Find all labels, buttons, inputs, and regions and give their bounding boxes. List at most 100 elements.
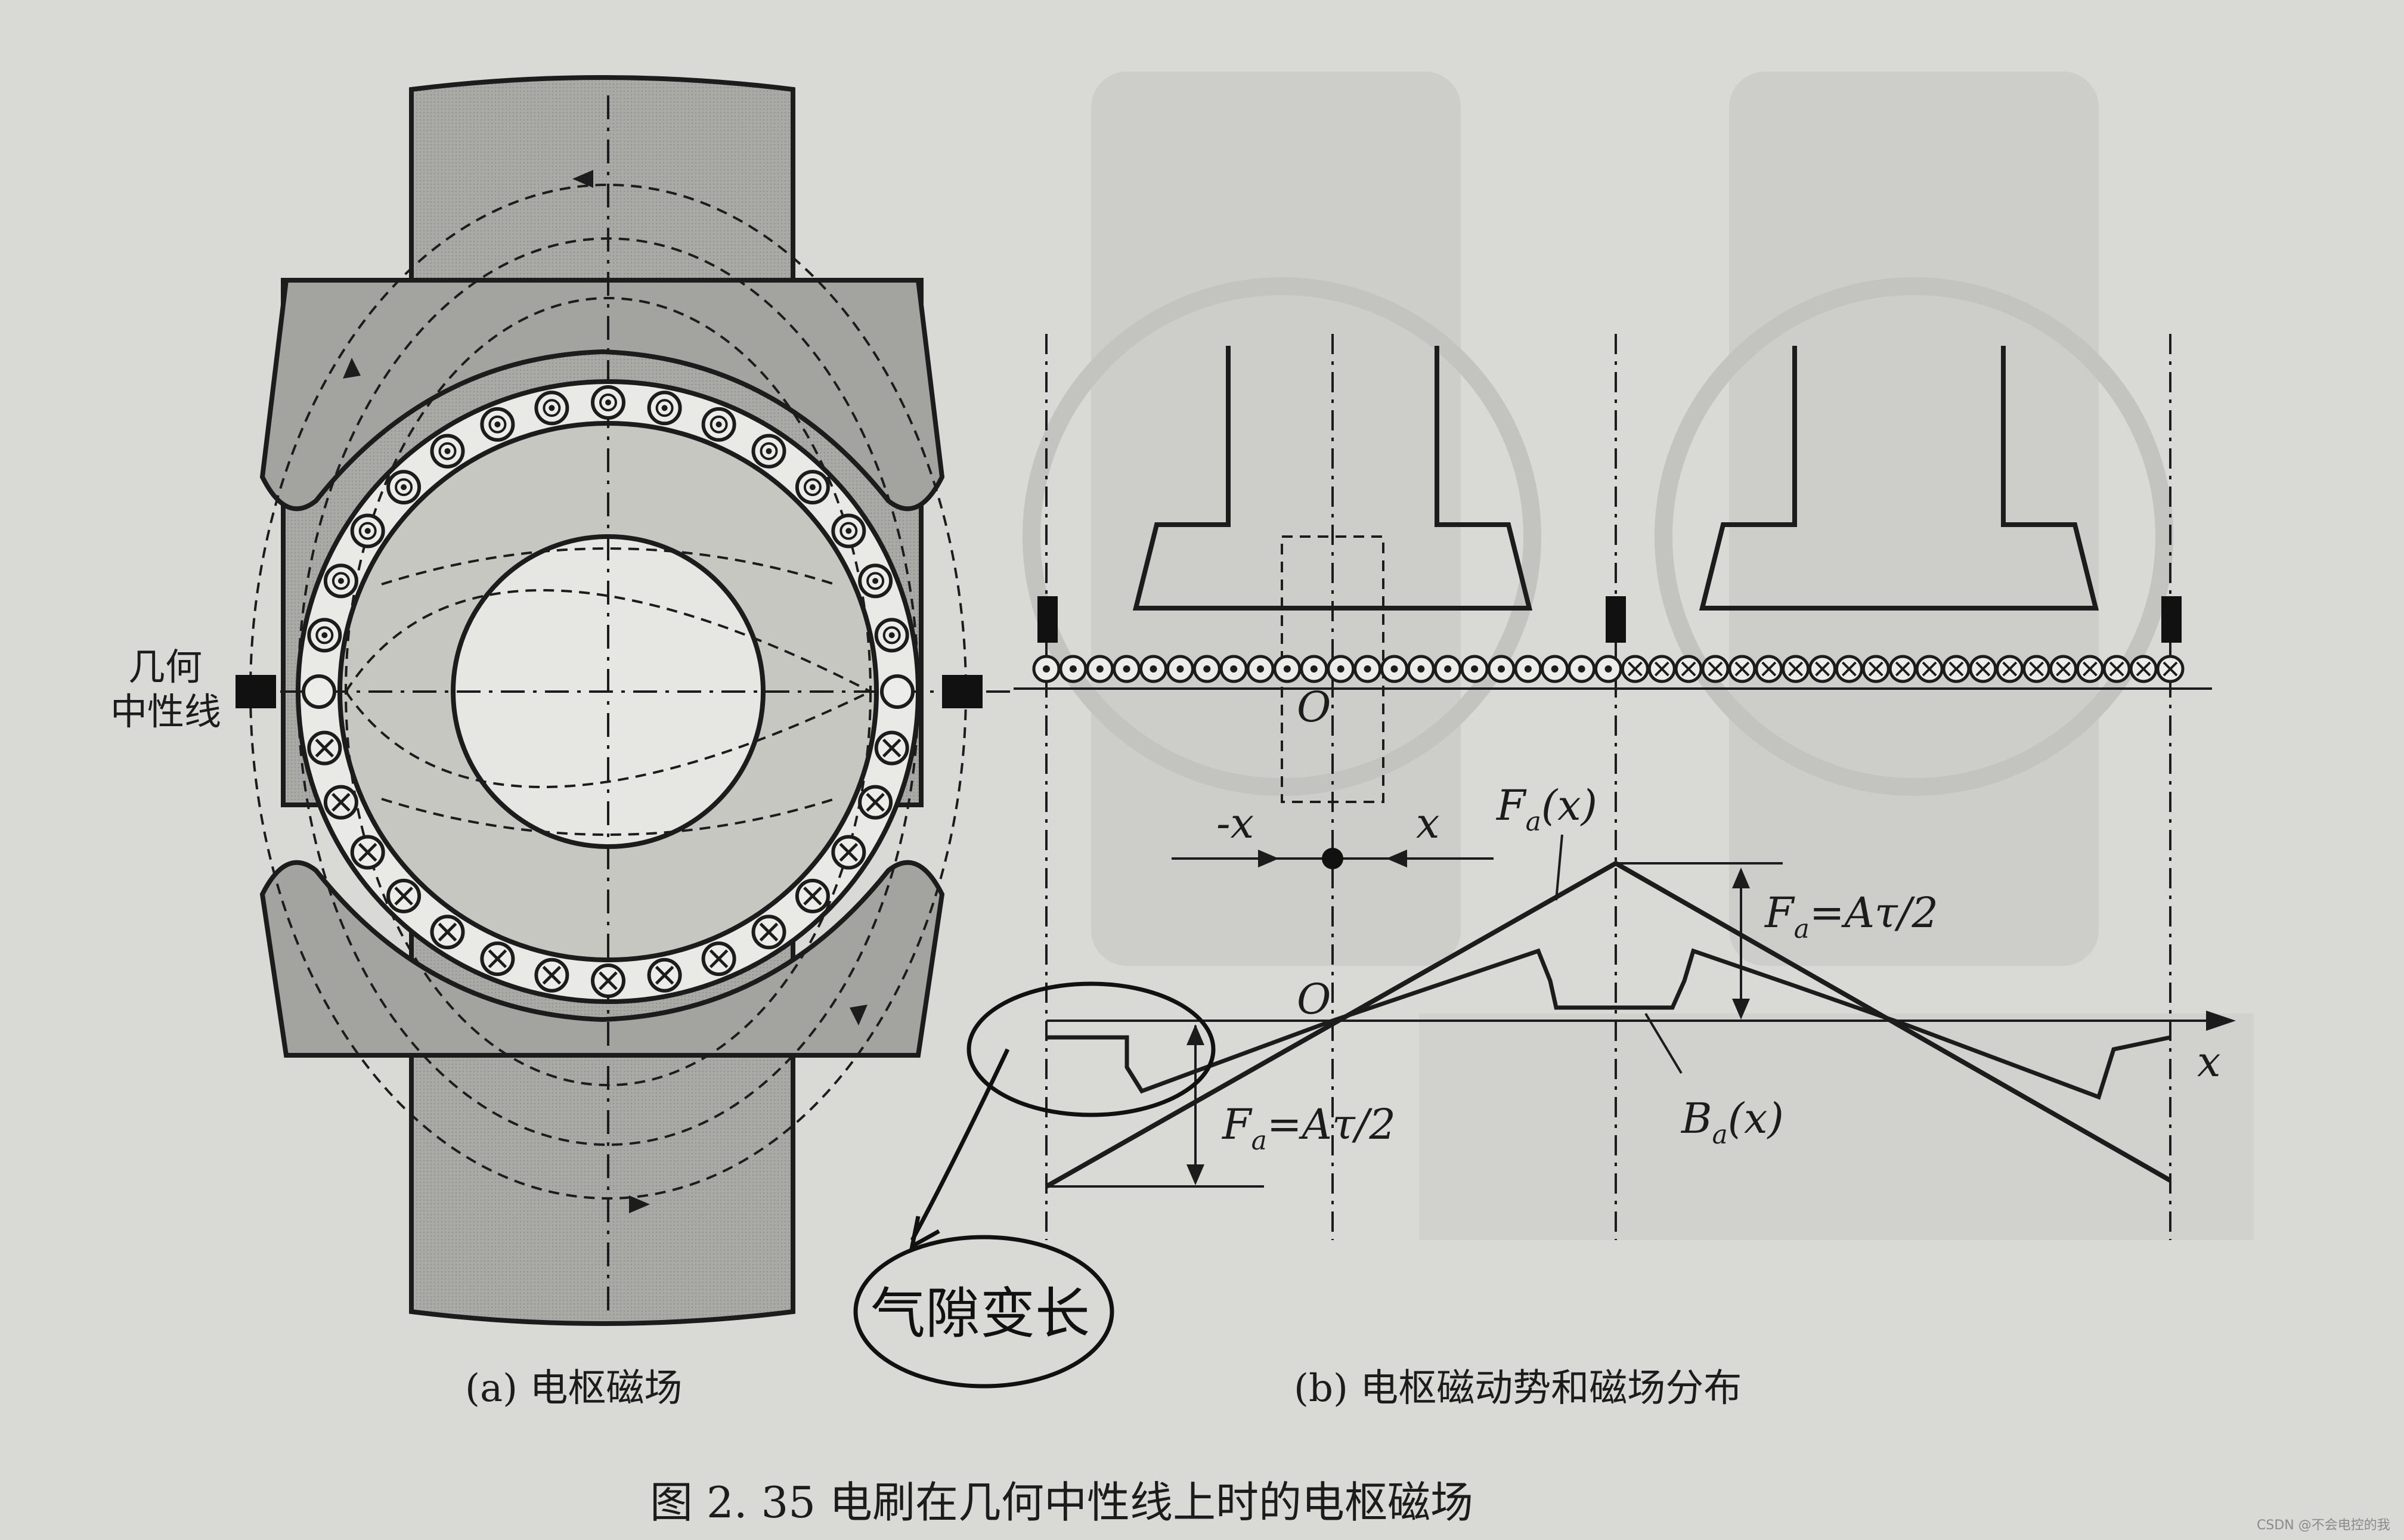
armature-coil: [754, 436, 785, 467]
strip-conductor: [2024, 656, 2049, 681]
strip-conductor: [1622, 656, 1647, 681]
strip-conductor: [1248, 656, 1273, 681]
amp-bottom-label: Fa=Aτ/2: [1221, 1100, 1396, 1156]
strip-conductor: [1141, 656, 1166, 681]
armature-coil: [303, 676, 334, 707]
amplitude-arrow-bottom: [1046, 1024, 1264, 1188]
strip-conductor: [2077, 656, 2102, 681]
strip-conductor: [1944, 656, 1969, 681]
origin-label-top: O: [1297, 683, 1331, 732]
armature-coil: [833, 516, 864, 547]
strip-conductor: [1328, 656, 1353, 681]
strip-conductor: [2158, 656, 2183, 681]
field-arrows: [343, 170, 868, 1213]
strip-conductor: [1382, 656, 1407, 681]
ba-leader: [1644, 1012, 1683, 1074]
strip-conductor: [1088, 656, 1113, 681]
strip-conductor: [1221, 656, 1246, 681]
conductor-strip: [1034, 656, 2183, 681]
lower-pole-shoe: [259, 860, 945, 1058]
armature-coil: [704, 409, 735, 440]
armature-coil: [860, 787, 891, 818]
neutral-line-label-1: 几何: [128, 645, 202, 689]
amplitude-arrow-top: [1616, 862, 1783, 1020]
strip-conductor: [1703, 656, 1728, 681]
strip-conductor: [1462, 656, 1487, 681]
armature-coil: [388, 472, 419, 503]
strip-conductor: [1917, 656, 1942, 681]
strip-conductor: [1516, 656, 1541, 681]
strip-conductor: [1114, 656, 1139, 681]
armature-coil: [352, 837, 383, 868]
strip-conductor: [1676, 656, 1701, 681]
armature-coil: [593, 965, 624, 996]
armature-coil: [326, 565, 357, 596]
armature-coil: [482, 409, 513, 440]
panel-b-diagram: O -x x x O: [1014, 334, 2236, 1240]
handwritten-annotation: [853, 981, 1216, 1389]
flux-curve-ba: [1046, 948, 2171, 1100]
armature-coil: [593, 387, 624, 418]
reference-lines: [1045, 334, 2171, 1240]
strip-conductor: [1408, 656, 1433, 681]
armature-coil: [388, 881, 419, 912]
handwritten-note: 气隙变长: [870, 1282, 1090, 1346]
brush-b2: [1606, 596, 1626, 643]
armature-coil: [309, 619, 340, 650]
strip-conductor: [1596, 656, 1621, 681]
neutral-line-label-2: 中性线: [110, 690, 221, 733]
brush-b3: [2161, 596, 2182, 643]
strip-conductor: [1489, 656, 1514, 681]
strip-conductor: [1061, 656, 1086, 681]
armature-coil: [876, 619, 907, 650]
brush-right: [942, 675, 983, 708]
strip-conductor: [1569, 656, 1594, 681]
x-axis-arrow: [2206, 1011, 2236, 1031]
strip-conductor: [1810, 656, 1835, 681]
armature-coil: [704, 943, 735, 974]
armature-coil: [482, 943, 513, 974]
armature-coil: [536, 392, 567, 423]
amp-top-label: Fa=Aτ/2: [1764, 888, 1938, 944]
panel-a-caption: (a) 电枢磁场: [465, 1367, 682, 1411]
displacement-indicator: -x x: [1172, 799, 1494, 869]
armature-coil: [833, 837, 864, 868]
armature-coil: [309, 733, 340, 764]
armature-coil: [876, 733, 907, 764]
strip-conductor: [1971, 656, 1996, 681]
strip-conductor: [1649, 656, 1674, 681]
strip-conductor: [1167, 656, 1192, 681]
armature-coil: [797, 472, 828, 503]
armature-coil: [432, 916, 463, 947]
strip-conductor: [1863, 656, 1888, 681]
armature-coil: [860, 565, 891, 596]
strip-conductor: [1997, 656, 2022, 681]
x-axis-label: x: [2197, 1037, 2220, 1086]
strip-conductor: [1730, 656, 1755, 681]
armature-coil: [326, 787, 357, 818]
strip-conductor: [1890, 656, 1915, 681]
strip-conductor: [1435, 656, 1460, 681]
fa-leader: [1555, 834, 1563, 901]
watermark: CSDN @不会电控的我: [2257, 1518, 2390, 1533]
armature-coil: [352, 516, 383, 547]
strip-conductor: [2131, 656, 2156, 681]
strip-conductor: [2051, 656, 2076, 681]
figure-title: 图 2. 35 电刷在几何中性线上时的电枢磁场: [650, 1477, 1473, 1527]
strip-conductor: [1783, 656, 1808, 681]
ba-curve-label: Ba(x): [1680, 1094, 1784, 1150]
armature-coil: [882, 676, 913, 707]
strip-conductor: [1302, 656, 1327, 681]
brush-left: [236, 675, 276, 708]
pole-shoe-right: [1699, 346, 2099, 611]
pole-shoe-left: [1132, 346, 1533, 611]
origin-label-axis: O: [1297, 975, 1331, 1024]
armature-coil: [649, 392, 680, 423]
plus-x-label: x: [1416, 799, 1439, 848]
strip-conductor: [1275, 656, 1300, 681]
armature-coil: [797, 881, 828, 912]
panel-b-caption: (b) 电枢磁动势和磁场分布: [1294, 1367, 1742, 1411]
panel-a-diagram: 几何 中性线: [110, 75, 1014, 1326]
